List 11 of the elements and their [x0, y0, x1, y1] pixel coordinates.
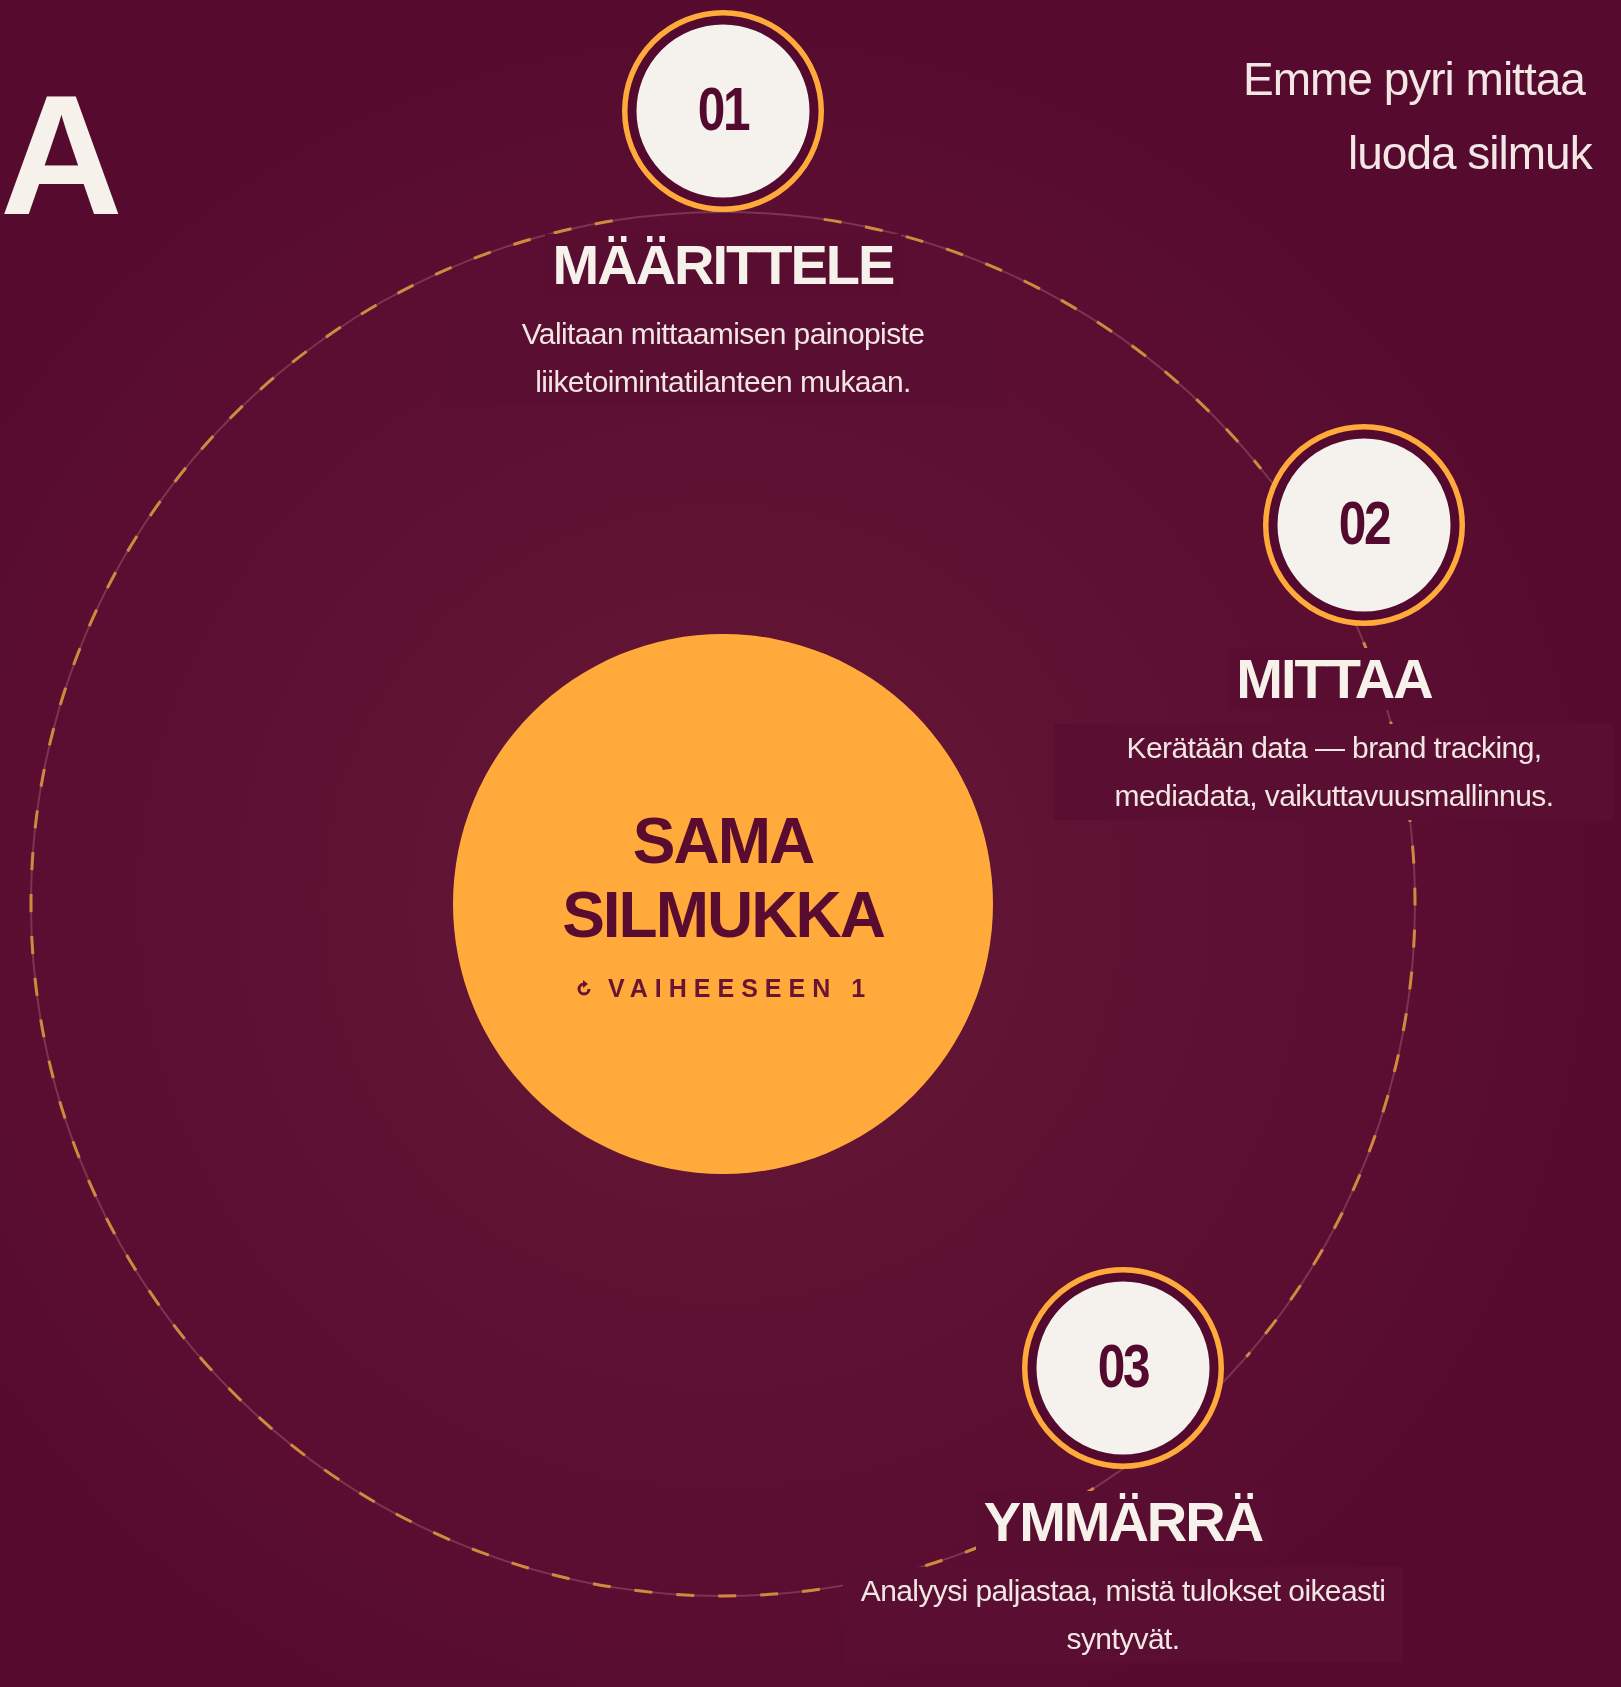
step-number: 01: [696, 73, 750, 144]
center-title: SAMA SILMUKKA: [561, 804, 885, 953]
loop-back-label: VAIHEESEEN 1: [607, 974, 873, 1004]
cropped-heading-letter: A: [0, 70, 117, 240]
ring-connector: [823, 217, 1263, 470]
step-description: Analyysi paljastaa, mistä tulokset oikeasti syntyvät.: [843, 1566, 1403, 1663]
step-number: 02: [1337, 487, 1391, 558]
intro-text: luoda silmuk: [1348, 126, 1592, 180]
step-number: 03: [1096, 1330, 1150, 1401]
step-description: Kerätään data — brand tracking, mediadata, vaikuttavuusmallinnus.: [1054, 723, 1614, 820]
intro-text: Emme pyri mittaa: [1243, 52, 1585, 106]
